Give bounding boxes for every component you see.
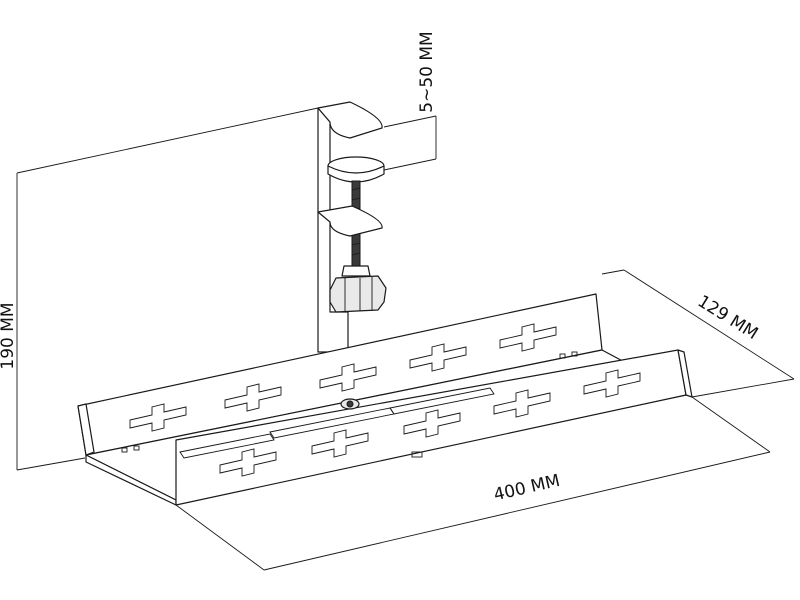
clamp-range-label: 5~50 MM <box>417 31 437 112</box>
floor-features <box>121 351 578 459</box>
clamp-range-dimension: 5~50 MM <box>383 31 437 171</box>
desk-clamp <box>317 101 387 353</box>
front-wall-slots <box>219 369 641 477</box>
height-label: 190 MM <box>0 302 18 369</box>
back-wall-slots <box>129 323 557 432</box>
height-dimension: 190 MM <box>0 107 319 471</box>
cable-tray <box>77 293 693 506</box>
width-label: 400 MM <box>492 471 562 506</box>
